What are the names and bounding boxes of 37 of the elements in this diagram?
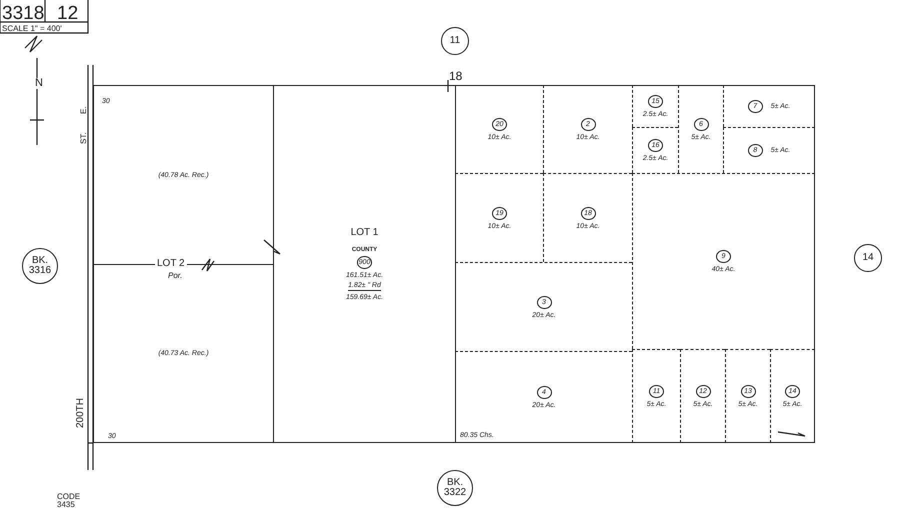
- parcel: [723, 127, 815, 173]
- parcel: [455, 262, 632, 351]
- parcel: [723, 85, 815, 127]
- parcel: [725, 349, 770, 443]
- parcel: [455, 173, 543, 262]
- north-label: N: [33, 78, 45, 89]
- parcel: [632, 173, 815, 349]
- lot-label: LOT 2: [155, 259, 187, 269]
- lot-label: LOT 1: [350, 228, 378, 238]
- parcel: [680, 349, 725, 443]
- parcel: [455, 351, 632, 443]
- book-page-circle: [437, 470, 473, 506]
- map-page-number: 12: [57, 4, 78, 23]
- street-label: 200TH: [76, 398, 86, 428]
- parcel: [632, 349, 680, 443]
- map-reference-number: 11: [450, 36, 460, 46]
- parcel: [273, 85, 455, 443]
- parcel: [543, 173, 632, 262]
- map-reference-number: 14: [862, 252, 874, 264]
- book-page-circle: [22, 248, 58, 284]
- scale-label: SCALE 1" = 400': [2, 25, 62, 33]
- parcel: [770, 349, 815, 443]
- section-number: 18: [449, 70, 462, 82]
- tax-code-label: CODE 3435: [57, 493, 81, 509]
- map-reference-number: BK. 3316: [28, 256, 52, 276]
- book-page-circle: [854, 244, 882, 272]
- street-label: E.: [80, 106, 88, 114]
- portion-label: Por.: [168, 272, 182, 280]
- street-label: ST.: [80, 132, 88, 144]
- parcel: [455, 85, 543, 173]
- parcel: [632, 85, 678, 127]
- parcel: [543, 85, 632, 173]
- parcel: [678, 85, 723, 173]
- map-reference-number: BK. 3322: [442, 478, 468, 498]
- book-page-circle: [441, 27, 469, 55]
- parcel: [632, 127, 678, 173]
- map-book-number: 3318: [2, 4, 44, 23]
